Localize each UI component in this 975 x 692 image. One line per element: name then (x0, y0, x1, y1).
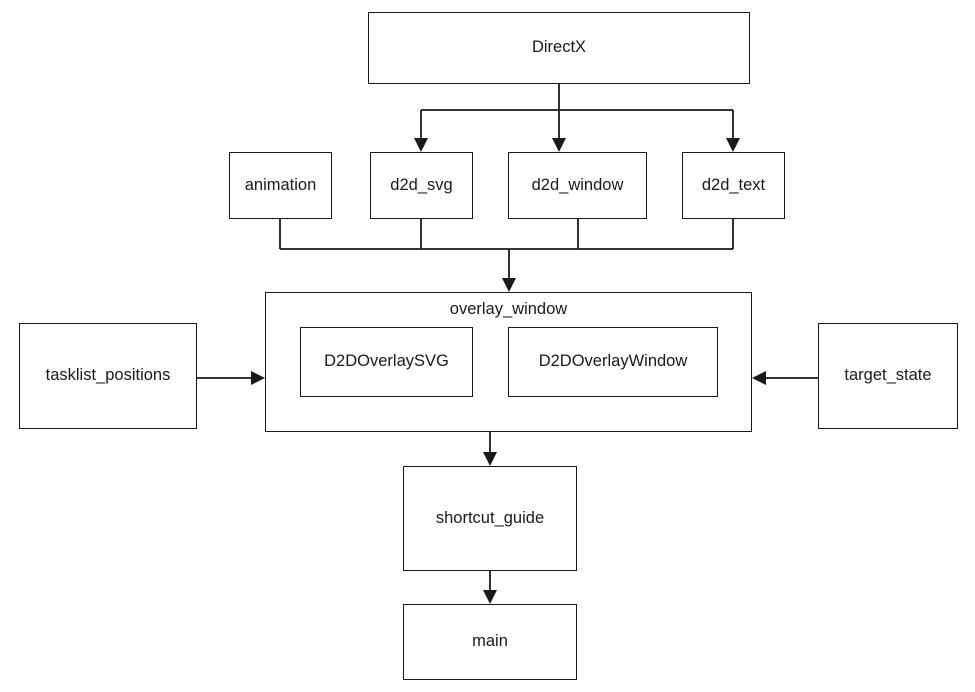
node-directx-label: DirectX (531, 38, 587, 57)
node-d2doverlaysvg-label: D2DOverlaySVG (324, 352, 449, 371)
edge-directx-fork (420, 84, 734, 142)
edge-row2-merge-rail (279, 219, 734, 282)
node-d2d-window-label: d2d_window (531, 175, 624, 194)
edge-tasklist-to-overlay-window (197, 371, 265, 385)
node-target-state[interactable]: target_state (818, 323, 958, 429)
edge-shortcut-guide-to-main (483, 571, 497, 604)
node-animation-label: animation (244, 175, 317, 194)
node-d2d-window[interactable]: d2d_window (508, 152, 647, 219)
node-animation[interactable]: animation (229, 152, 332, 219)
node-d2d-text[interactable]: d2d_text (682, 152, 785, 219)
edge-overlay-window-to-shortcut-guide (483, 432, 497, 466)
arrowhead-row2-to-overlay-window (502, 278, 516, 292)
node-shortcut-guide-label: shortcut_guide (435, 508, 545, 527)
node-tasklist-positions[interactable]: tasklist_positions (19, 323, 197, 429)
node-d2doverlaysvg[interactable]: D2DOverlaySVG (300, 327, 473, 397)
edge-target-state-to-overlay-window (752, 371, 818, 385)
node-main-label: main (472, 632, 508, 651)
node-d2doverlaywindow[interactable]: D2DOverlayWindow (508, 327, 718, 397)
node-tasklist-positions-label: tasklist_positions (45, 366, 171, 385)
arrowhead-directx-to-d2d-svg (414, 138, 428, 152)
node-d2doverlaywindow-label: D2DOverlayWindow (538, 352, 688, 371)
node-d2d-text-label: d2d_text (701, 175, 766, 194)
node-shortcut-guide[interactable]: shortcut_guide (403, 466, 577, 571)
arrowhead-directx-to-d2d-text (726, 138, 740, 152)
node-directx[interactable]: DirectX (368, 12, 750, 84)
arrowhead-directx-to-d2d-window (552, 138, 566, 152)
cluster-overlay-window-label: overlay_window (449, 300, 568, 318)
node-main[interactable]: main (403, 604, 577, 680)
node-target-state-label: target_state (844, 366, 932, 385)
node-d2d-svg-label: d2d_svg (390, 175, 453, 194)
node-d2d-svg[interactable]: d2d_svg (370, 152, 473, 219)
